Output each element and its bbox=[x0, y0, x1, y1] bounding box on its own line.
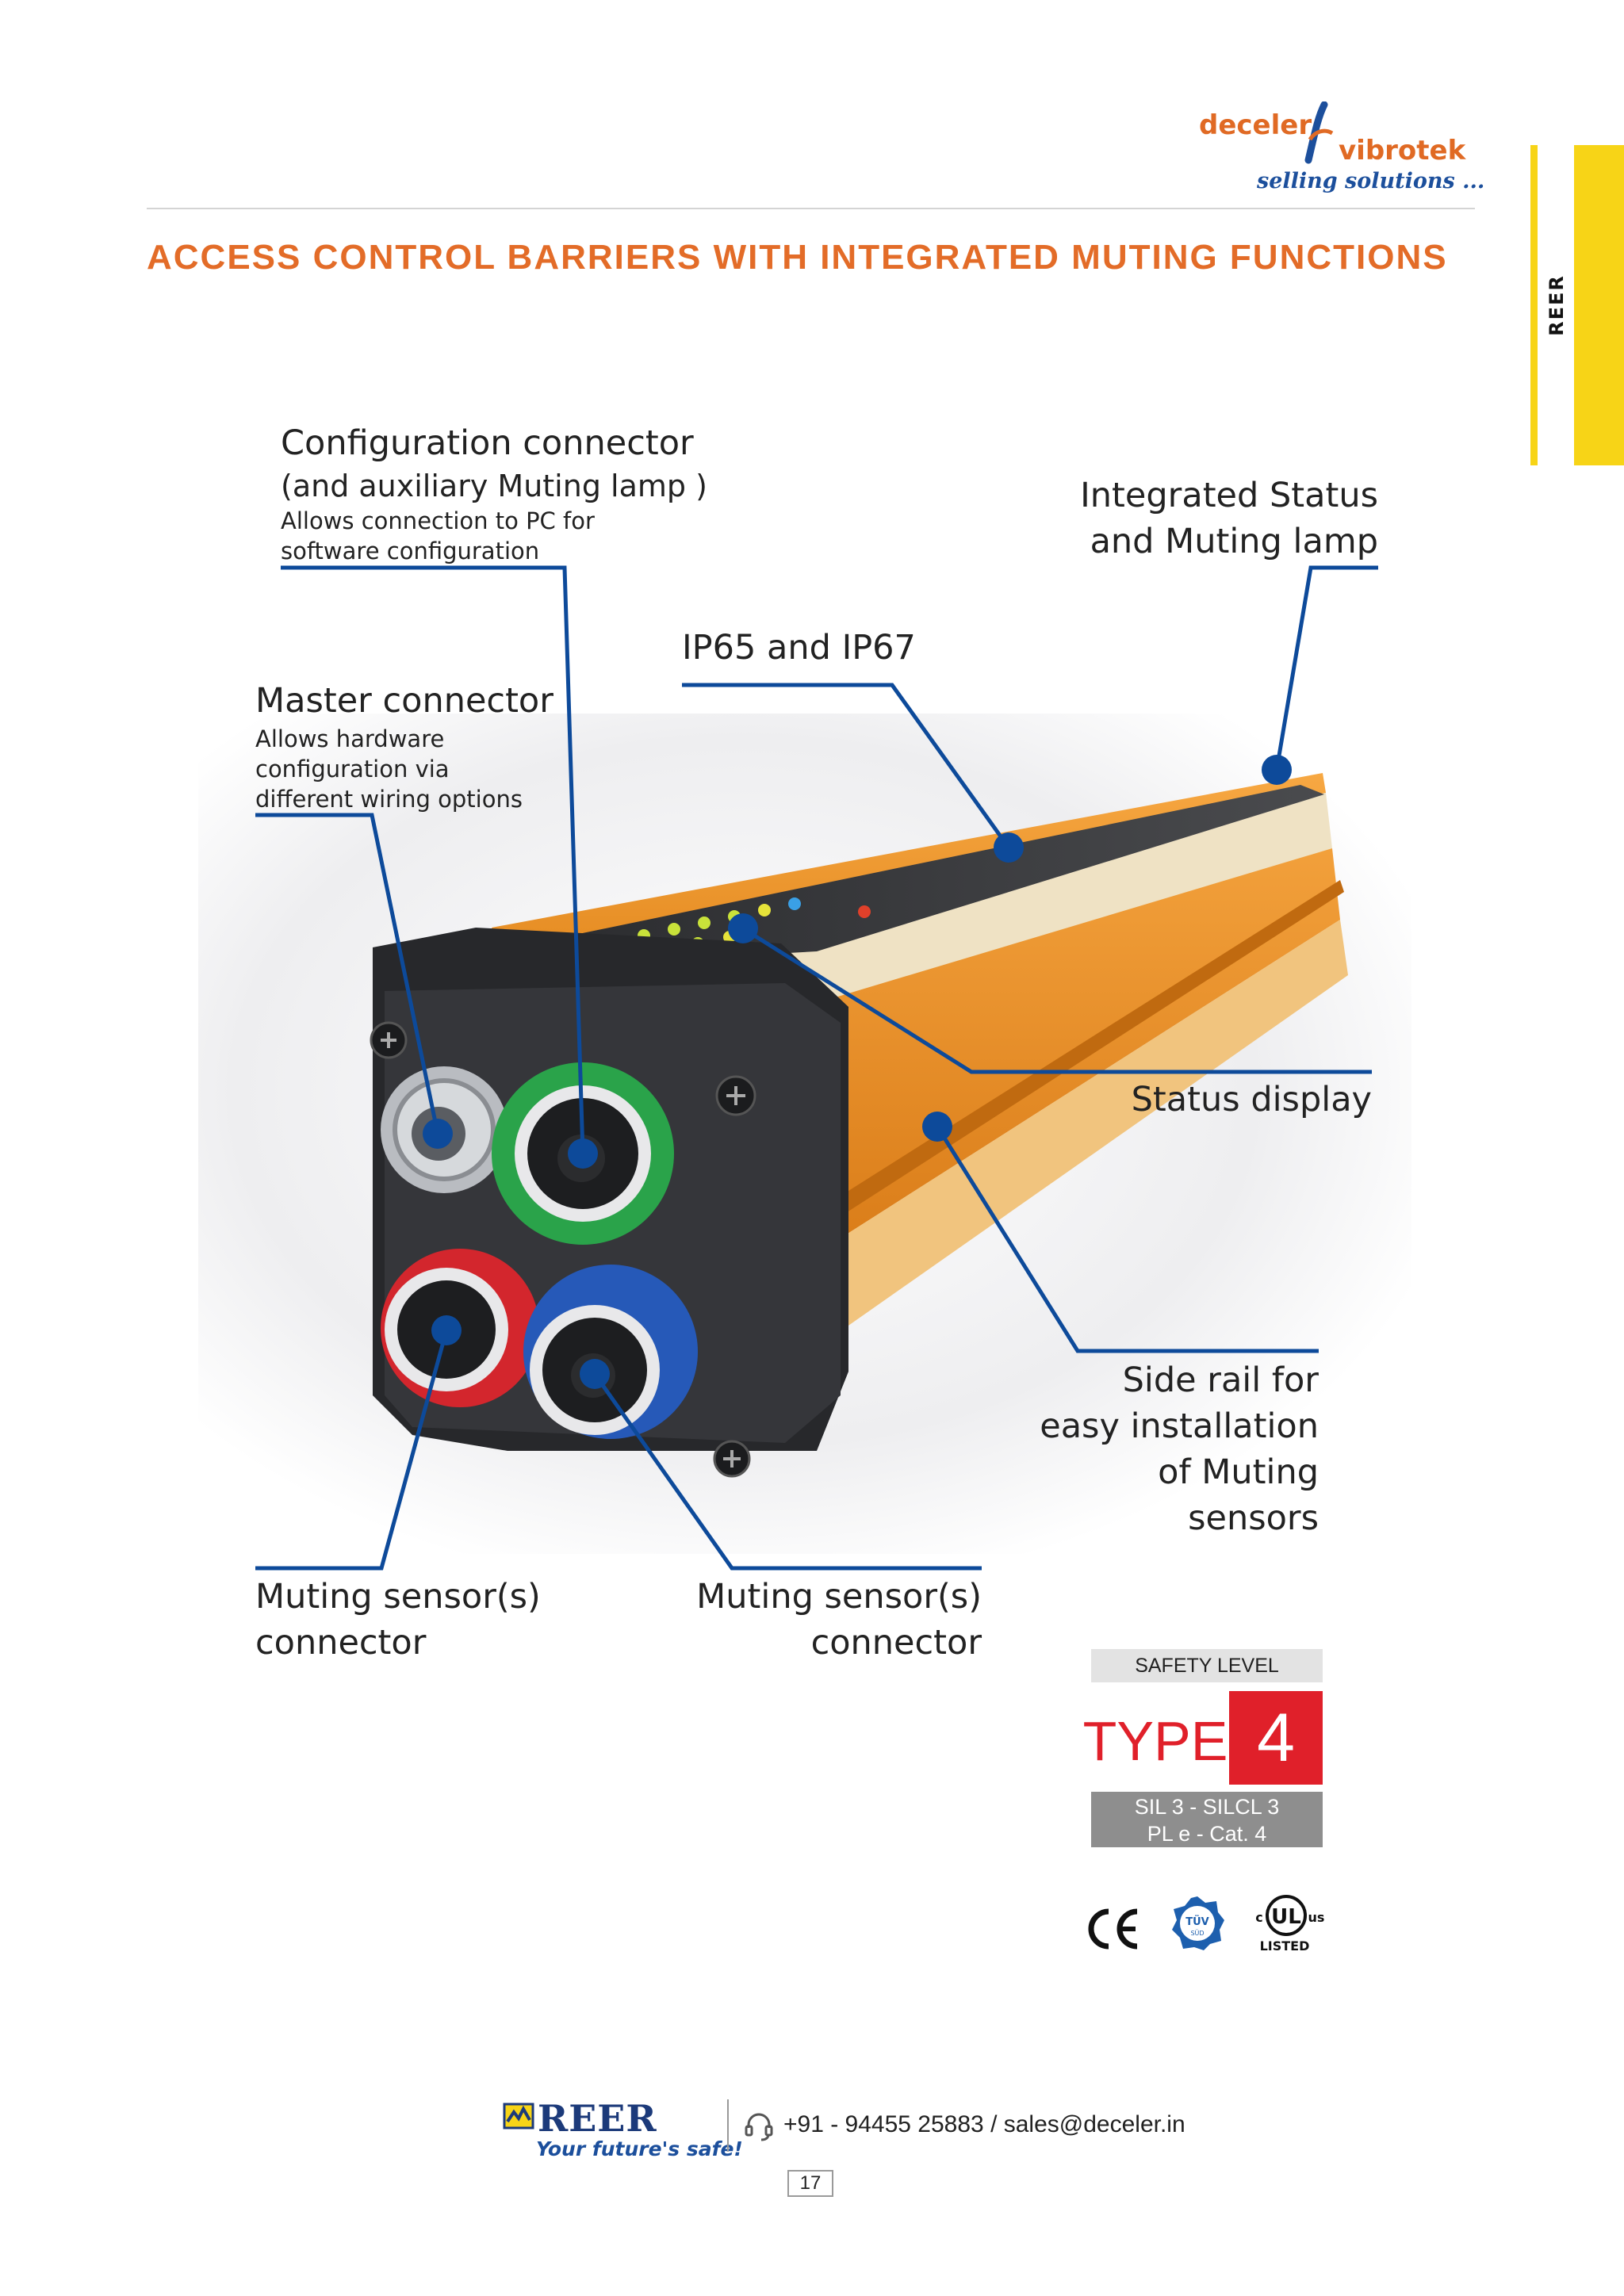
ce-mark-icon bbox=[1088, 1908, 1138, 1950]
brand-tagline: selling solutions ... bbox=[1257, 169, 1485, 193]
safety-sil-line-1: SIL 3 - SILCL 3 bbox=[1134, 1795, 1280, 1819]
callout-ip-rating: IP65 and IP67 bbox=[682, 625, 916, 671]
callout-side-rail-line-2: easy installation bbox=[1040, 1406, 1319, 1446]
callout-status-display: Status display bbox=[1055, 1077, 1372, 1123]
ul-listed-icon: UL c us LISTED bbox=[1255, 1895, 1325, 1954]
tuv-bottom-text: SÜD bbox=[1190, 1929, 1204, 1937]
footer-contact: +91 - 94455 25883 / sales@deceler.in bbox=[783, 2111, 1185, 2137]
safety-level-header: SAFETY LEVEL bbox=[1091, 1649, 1323, 1682]
callout-configuration-desc-1: Allows connection to PC for bbox=[281, 507, 595, 534]
tuv-sud-icon: TÜV SÜD bbox=[1172, 1896, 1224, 1950]
callout-status-lamp-line-2: and Muting lamp bbox=[1090, 522, 1378, 561]
callout-master-desc-3: different wiring options bbox=[255, 786, 523, 813]
brand-name-left: deceler bbox=[1199, 109, 1312, 141]
side-accent-thin bbox=[1530, 145, 1538, 465]
callout-status-lamp: Integrated Status and Muting lamp bbox=[1031, 473, 1378, 564]
callout-master-desc-2: configuration via bbox=[255, 756, 450, 783]
brand-name-right: vibrotek bbox=[1339, 135, 1466, 166]
header-divider bbox=[147, 208, 1475, 209]
callout-status-lamp-line-1: Integrated Status bbox=[1080, 476, 1378, 515]
callout-side-rail-line-1: Side rail for bbox=[1122, 1360, 1319, 1400]
ul-mark-text: UL bbox=[1271, 1905, 1301, 1929]
callout-side-rail-line-3: of Muting bbox=[1158, 1452, 1319, 1492]
reer-tagline: Your future's safe! bbox=[536, 2137, 743, 2160]
callout-configuration-title: Configuration connector bbox=[281, 423, 694, 463]
brand-logo-mark-icon bbox=[1304, 101, 1334, 164]
reer-logo-icon bbox=[503, 2103, 534, 2130]
page-number: 17 bbox=[787, 2170, 833, 2197]
callout-muting-right-line-2: connector bbox=[810, 1623, 982, 1663]
callout-configuration-desc-2: software configuration bbox=[281, 538, 540, 564]
callout-configuration-subtitle: (and auxiliary Muting lamp ) bbox=[281, 469, 707, 503]
callout-status-display-title: Status display bbox=[1131, 1080, 1372, 1119]
ul-listed-text: LISTED bbox=[1260, 1938, 1310, 1954]
callout-muting-left-line-1: Muting sensor(s) bbox=[255, 1577, 541, 1617]
callout-side-rail-line-4: sensors bbox=[1188, 1498, 1319, 1538]
callout-configuration: Configuration connector (and auxiliary M… bbox=[281, 420, 707, 566]
safety-type-number: 4 bbox=[1229, 1691, 1323, 1785]
side-accent-bar bbox=[1574, 145, 1624, 465]
footer-divider bbox=[727, 2099, 729, 2152]
product-illustration bbox=[198, 714, 1411, 1554]
tuv-top-text: TÜV bbox=[1185, 1915, 1209, 1928]
callout-muting-left-line-2: connector bbox=[255, 1623, 427, 1663]
callout-ip-rating-title: IP65 and IP67 bbox=[682, 628, 916, 668]
callout-master-title: Master connector bbox=[255, 681, 553, 721]
ul-us-text: us bbox=[1308, 1910, 1325, 1925]
callout-master-desc-1: Allows hardware bbox=[255, 725, 445, 752]
safety-type-label: TYPE bbox=[1082, 1710, 1228, 1772]
page-title: ACCESS CONTROL BARRIERS WITH INTEGRATED … bbox=[147, 238, 1448, 277]
safety-sil-box: SIL 3 - SILCL 3 PL e - Cat. 4 bbox=[1091, 1792, 1323, 1847]
callout-muting-right: Muting sensor(s) connector bbox=[665, 1574, 982, 1666]
ul-c-text: c bbox=[1255, 1910, 1262, 1925]
safety-sil-line-2: PL e - Cat. 4 bbox=[1147, 1822, 1267, 1846]
reer-logo-text: REER bbox=[538, 2097, 657, 2140]
callout-side-rail: Side rail for easy installation of Mutin… bbox=[1002, 1357, 1319, 1541]
headset-icon bbox=[745, 2113, 773, 2141]
callout-muting-left: Muting sensor(s) connector bbox=[255, 1574, 541, 1666]
callout-master: Master connector Allows hardware configu… bbox=[255, 678, 553, 814]
callout-muting-right-line-1: Muting sensor(s) bbox=[696, 1577, 982, 1617]
